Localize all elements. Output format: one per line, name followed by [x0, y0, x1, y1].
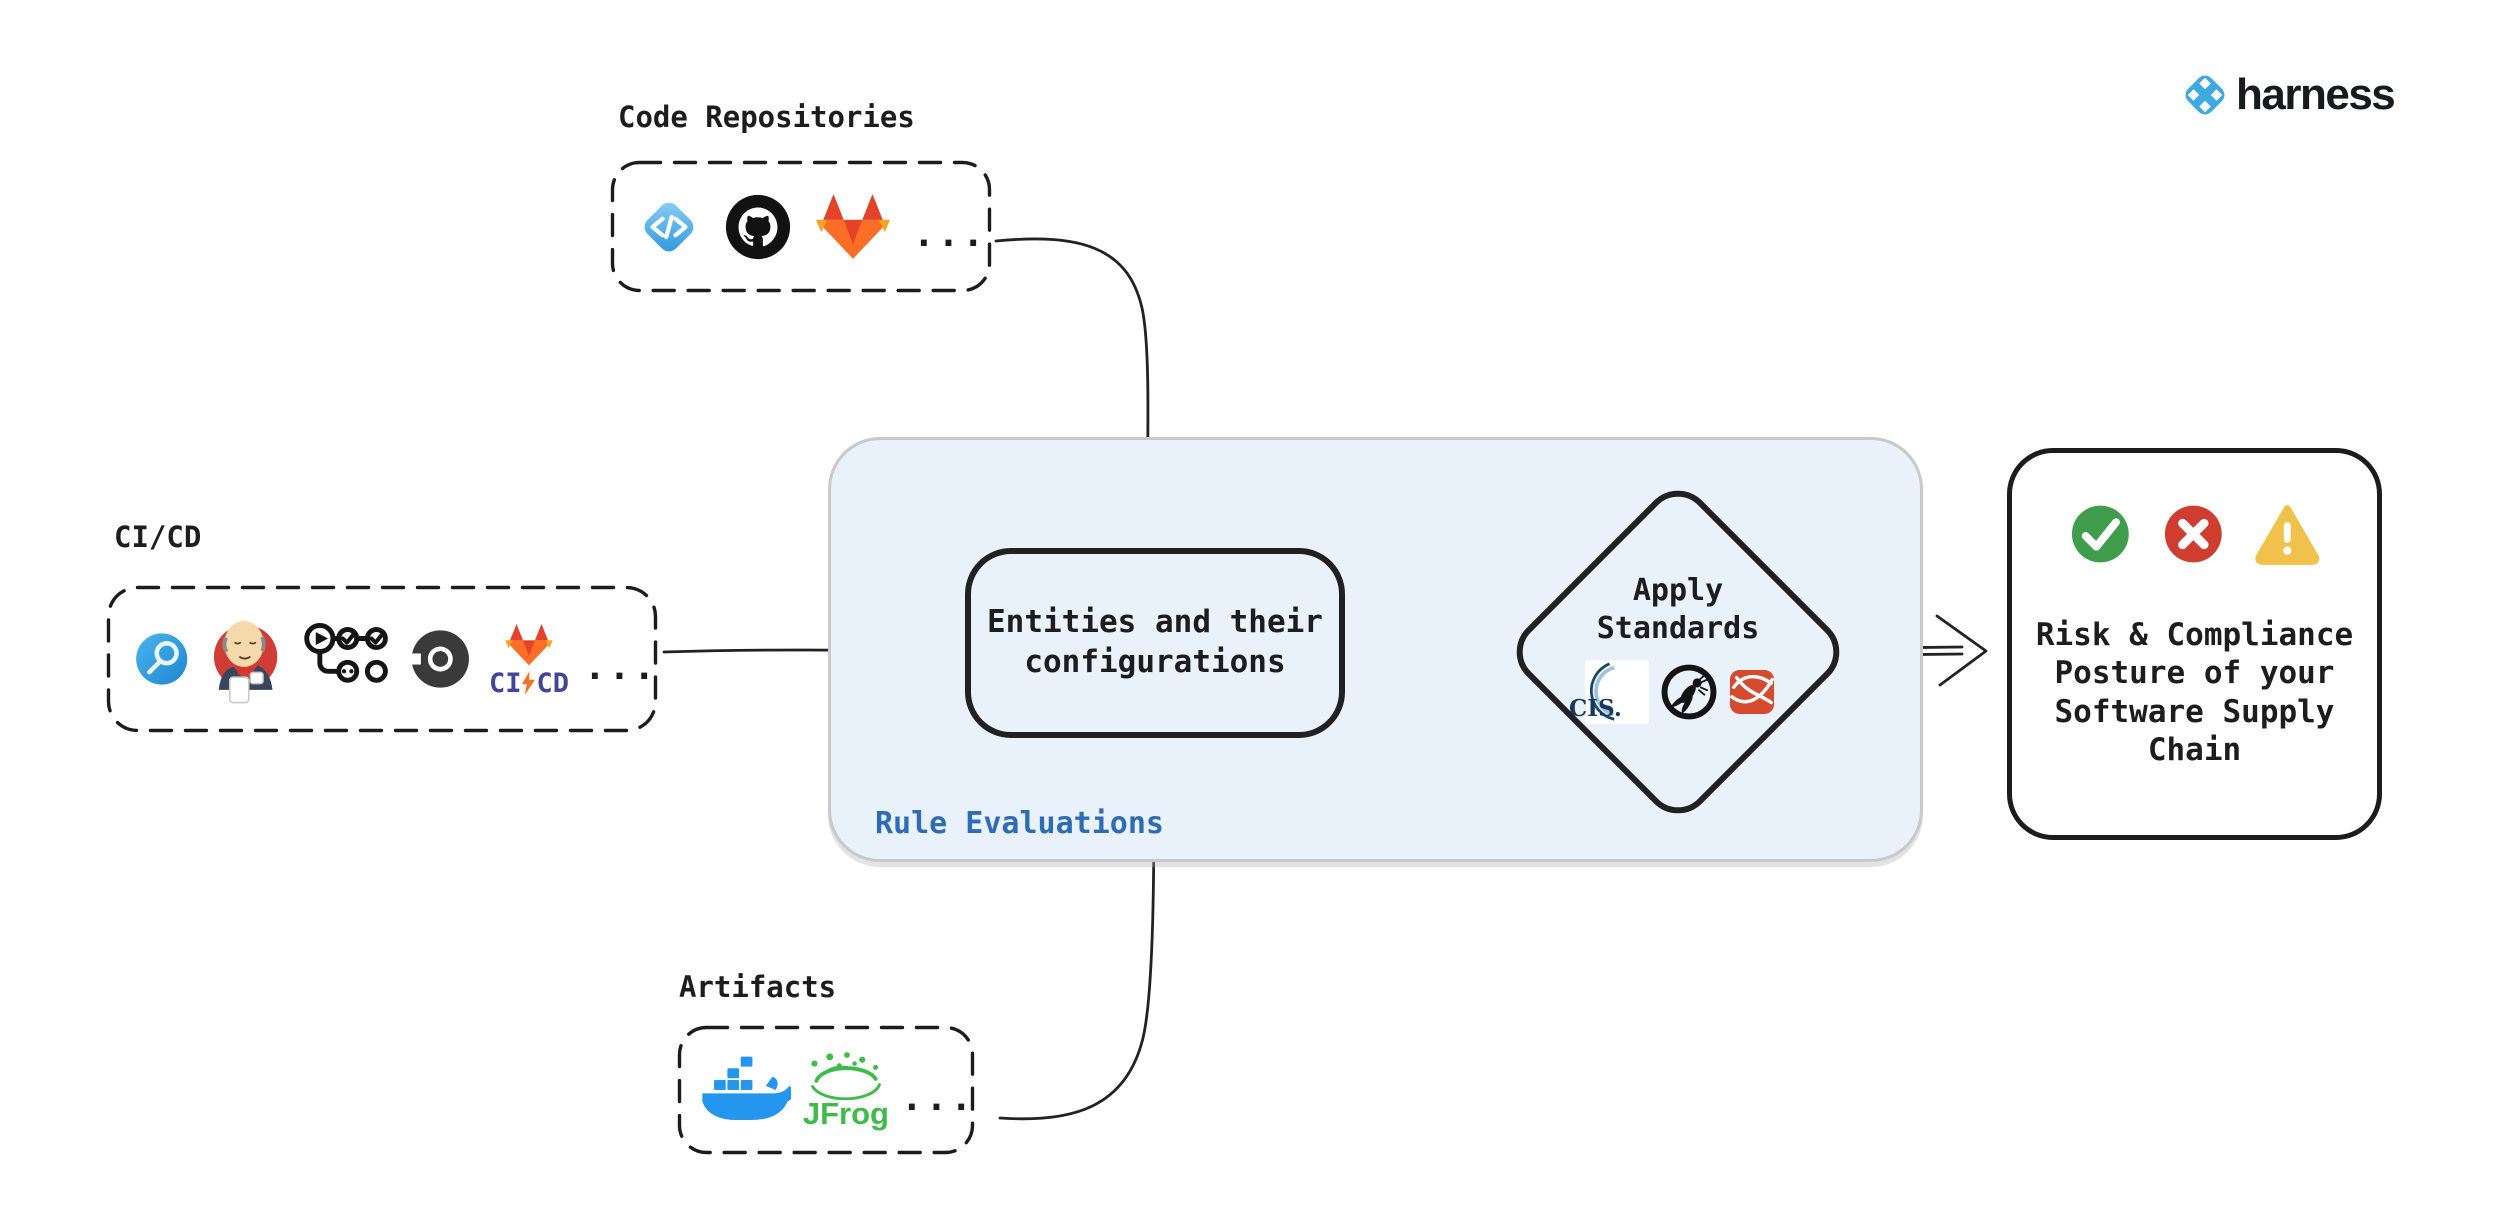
more-artifacts-ellipsis: ... [900, 1077, 975, 1119]
cis-icon: CIS. [1569, 660, 1649, 724]
artifacts-label: Artifacts [679, 970, 837, 1004]
gitlab-cd-label: CD [536, 667, 569, 699]
code-repositories-group: ... [610, 160, 992, 293]
harness-code-icon [644, 202, 694, 251]
jenkins-icon [214, 620, 278, 704]
arrow-artifacts-to-entities [998, 786, 1156, 1121]
warning-triangle-icon [2255, 505, 2320, 565]
jfrog-icon: JFrog [802, 1052, 889, 1132]
entities-node: Entities and their configurations [965, 548, 1345, 738]
harness-wordmark: harness [2236, 70, 2396, 119]
cis-label: CIS. [1569, 695, 1622, 722]
owasp-icon [1661, 664, 1717, 720]
fail-x-icon [2164, 505, 2222, 563]
docker-icon [702, 1056, 791, 1121]
rule-evaluations-container [828, 437, 1923, 862]
code-repositories-label: Code Repositories [618, 100, 915, 134]
gitlab-icon [816, 193, 890, 259]
github-icon [725, 194, 791, 259]
gitlab-tanuki-icon [505, 623, 553, 665]
gitlab-ci-label: CI [488, 667, 522, 699]
arrow-code-to-entities [994, 237, 1150, 514]
more-repos-ellipsis: ... [913, 214, 988, 255]
circleci-icon [407, 630, 470, 688]
entities-node-label: Entities and their configurations [987, 604, 1323, 680]
pass-check-icon [2071, 505, 2129, 563]
dashed-border [677, 1025, 975, 1155]
red-swoosh-standards-icon [1729, 669, 1775, 715]
apply-standards-label: Apply Standards [1596, 573, 1760, 646]
dashed-border [610, 160, 992, 293]
lightning-bolt-icon [522, 671, 536, 695]
standards-icons-row: CIS. [1569, 659, 1780, 725]
jfrog-label: JFrog [802, 1096, 889, 1132]
status-icons-row [2069, 502, 2321, 566]
harness-logo: harness [2182, 70, 2396, 119]
harness-mark-icon [2185, 75, 2225, 115]
github-actions-icon [303, 622, 388, 683]
cicd-group: CI CD ... [106, 585, 658, 733]
harness-ci-icon [136, 633, 188, 685]
gitlab-cicd-icon: CI CD [489, 622, 569, 697]
risk-posture-label: Risk & Compliance Posture of your Softwa… [2035, 617, 2354, 769]
rule-evaluations-label: Rule Evaluations [875, 806, 1164, 841]
more-cicd-ellipsis: ... [583, 646, 659, 688]
artifacts-group: JFrog ... [677, 1025, 975, 1155]
dashed-border [106, 585, 658, 733]
cicd-label: CI/CD [114, 520, 202, 554]
